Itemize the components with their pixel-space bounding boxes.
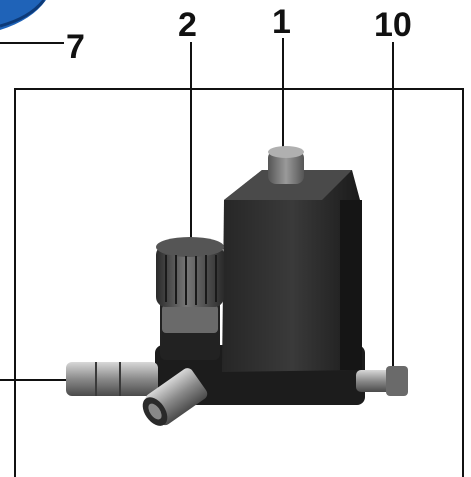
right-fitting-nut <box>386 366 408 396</box>
callout-1: 1 <box>272 3 291 41</box>
switch-housing <box>222 170 362 372</box>
regulator-nut <box>162 305 218 333</box>
top-button <box>268 150 304 184</box>
regulator-knob-top <box>156 237 224 257</box>
housing-side-shadow <box>340 200 362 370</box>
pressure-switch-device <box>66 146 408 426</box>
knob-ridges <box>165 255 217 305</box>
housing-top <box>224 170 352 200</box>
photo-frame <box>14 88 464 477</box>
left-coupler <box>66 362 158 396</box>
top-button-cap <box>268 146 304 158</box>
callout-7: 7 <box>66 28 85 66</box>
callout-10: 10 <box>374 6 412 44</box>
callout-2: 2 <box>178 6 197 44</box>
front-coupler <box>142 368 208 426</box>
corner-badge-rim <box>0 0 46 28</box>
